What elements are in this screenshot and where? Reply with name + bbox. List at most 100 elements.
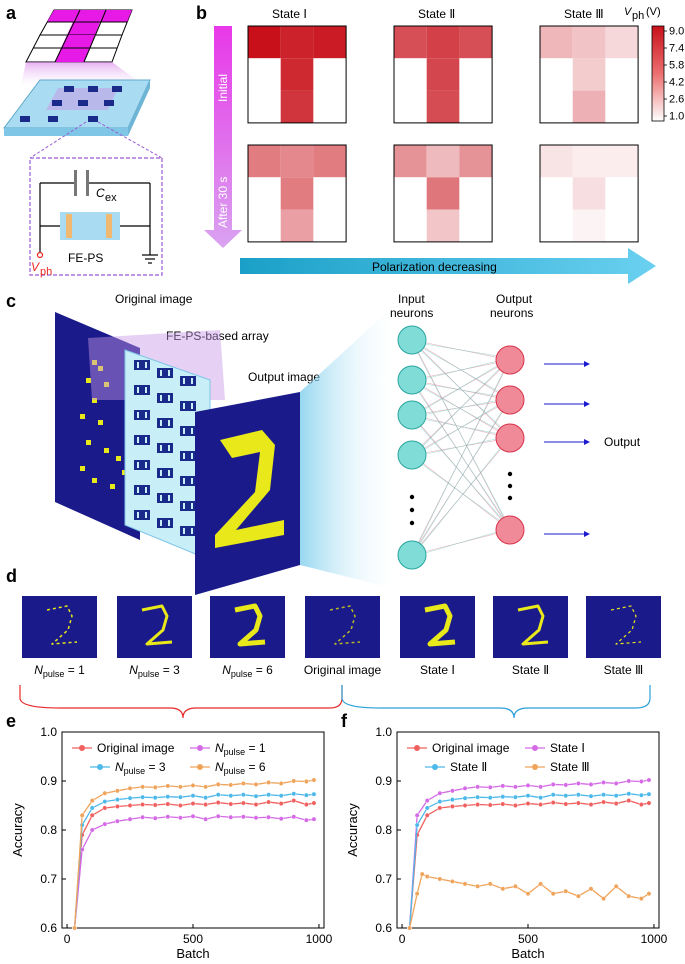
heatmap-cell <box>426 90 460 123</box>
legend-label: Npulse = 6 <box>215 760 266 776</box>
data-point <box>613 883 619 889</box>
data-point <box>563 782 569 788</box>
data-point <box>414 812 420 818</box>
data-point <box>462 795 468 801</box>
synapse <box>411 527 511 558</box>
data-point <box>215 800 221 805</box>
array-device <box>157 393 173 403</box>
data-point <box>462 803 468 808</box>
data-point <box>475 883 481 889</box>
neural-network <box>397 325 590 570</box>
array-device-gap <box>191 478 193 484</box>
panel-label-f: f <box>341 711 348 731</box>
data-point <box>291 814 297 820</box>
data-point <box>89 827 95 833</box>
state-title-3: State Ⅲ <box>564 7 604 21</box>
series-line <box>408 873 650 929</box>
data-point <box>550 792 556 798</box>
bracket-blue <box>341 685 651 719</box>
synapse <box>411 456 511 529</box>
synapse <box>411 357 511 383</box>
data-point <box>253 815 259 821</box>
heatmap-cell <box>426 145 460 178</box>
heatmap-cell <box>248 145 281 178</box>
data-point <box>638 779 644 784</box>
synapse <box>411 416 511 437</box>
y-tick-label: 0.8 <box>40 823 57 837</box>
state-title-1: State Ⅰ <box>272 7 307 21</box>
array-cells <box>134 360 196 536</box>
series-line <box>73 815 315 929</box>
heatmap-cell <box>394 177 427 210</box>
heatmap-cell <box>572 177 606 210</box>
legend-label: Original image <box>432 741 510 755</box>
digit-image-label: State Ⅱ <box>512 663 549 677</box>
array-device-gap <box>160 370 162 376</box>
data-point <box>419 871 425 877</box>
legend-label: Npulse = 1 <box>215 741 266 757</box>
array-device-gap <box>145 412 147 418</box>
legend-marker <box>532 745 538 751</box>
data-point <box>513 784 518 790</box>
digit-image-label: Original image <box>304 663 382 677</box>
plot-frame <box>61 731 325 929</box>
heatmap-cell <box>248 58 281 91</box>
data-point <box>450 879 455 884</box>
digit-image <box>493 596 568 658</box>
synapse <box>411 357 511 418</box>
array-device <box>180 426 196 436</box>
synapse <box>411 416 511 529</box>
digit-stroke <box>46 605 78 645</box>
digit-image-label: Npulse = 3 <box>129 663 180 679</box>
colorbar-tick-label: 7.4 <box>669 43 684 55</box>
heatmap-frame <box>539 25 639 124</box>
beam-to-network <box>300 300 400 590</box>
array-device-gap <box>137 362 139 368</box>
output-image-slab <box>195 392 300 595</box>
array-device-gap <box>137 387 139 393</box>
data-point <box>500 794 506 800</box>
cap-subscript: ex <box>105 192 117 204</box>
digit-image-label: Npulse = 6 <box>222 663 273 679</box>
array-device-gap <box>137 512 139 518</box>
data-point <box>127 795 133 801</box>
array-device-gap <box>145 462 147 468</box>
data-point <box>215 792 221 798</box>
heatmap-cell <box>605 177 639 210</box>
plot-frame <box>396 731 660 929</box>
data-point <box>646 791 652 797</box>
device-label: FE-PS <box>68 251 103 265</box>
legend-marker <box>79 745 85 751</box>
array-device-gap <box>168 370 170 376</box>
heatmap-cell <box>394 209 427 242</box>
data-point <box>72 925 77 931</box>
synapse <box>411 381 511 399</box>
panel-label-d: d <box>6 566 17 586</box>
array-device-gap <box>183 403 185 409</box>
data-point <box>311 777 317 783</box>
input-neuron <box>397 400 427 430</box>
bracket-red <box>19 685 343 719</box>
array-device <box>180 501 196 511</box>
data-point <box>203 784 208 790</box>
input-neurons-title-2: neurons <box>390 306 433 320</box>
data-point <box>626 798 632 803</box>
heatmap-cell <box>426 209 460 242</box>
ellipsis-dot <box>409 520 415 526</box>
y-tick-label: 0.7 <box>40 872 57 886</box>
data-point <box>165 783 171 789</box>
data-point <box>140 794 146 800</box>
data-point <box>437 876 443 882</box>
array-device-gap <box>183 503 185 509</box>
data-point <box>303 817 309 823</box>
array-device-gap <box>145 487 147 493</box>
array-device <box>180 451 196 461</box>
array-device <box>134 485 150 495</box>
data-point <box>102 821 108 827</box>
state-title-2: State Ⅱ <box>418 7 455 21</box>
series-line <box>408 793 650 929</box>
data-point <box>115 797 120 803</box>
output-arrowhead <box>584 401 590 407</box>
synapse <box>411 357 511 558</box>
